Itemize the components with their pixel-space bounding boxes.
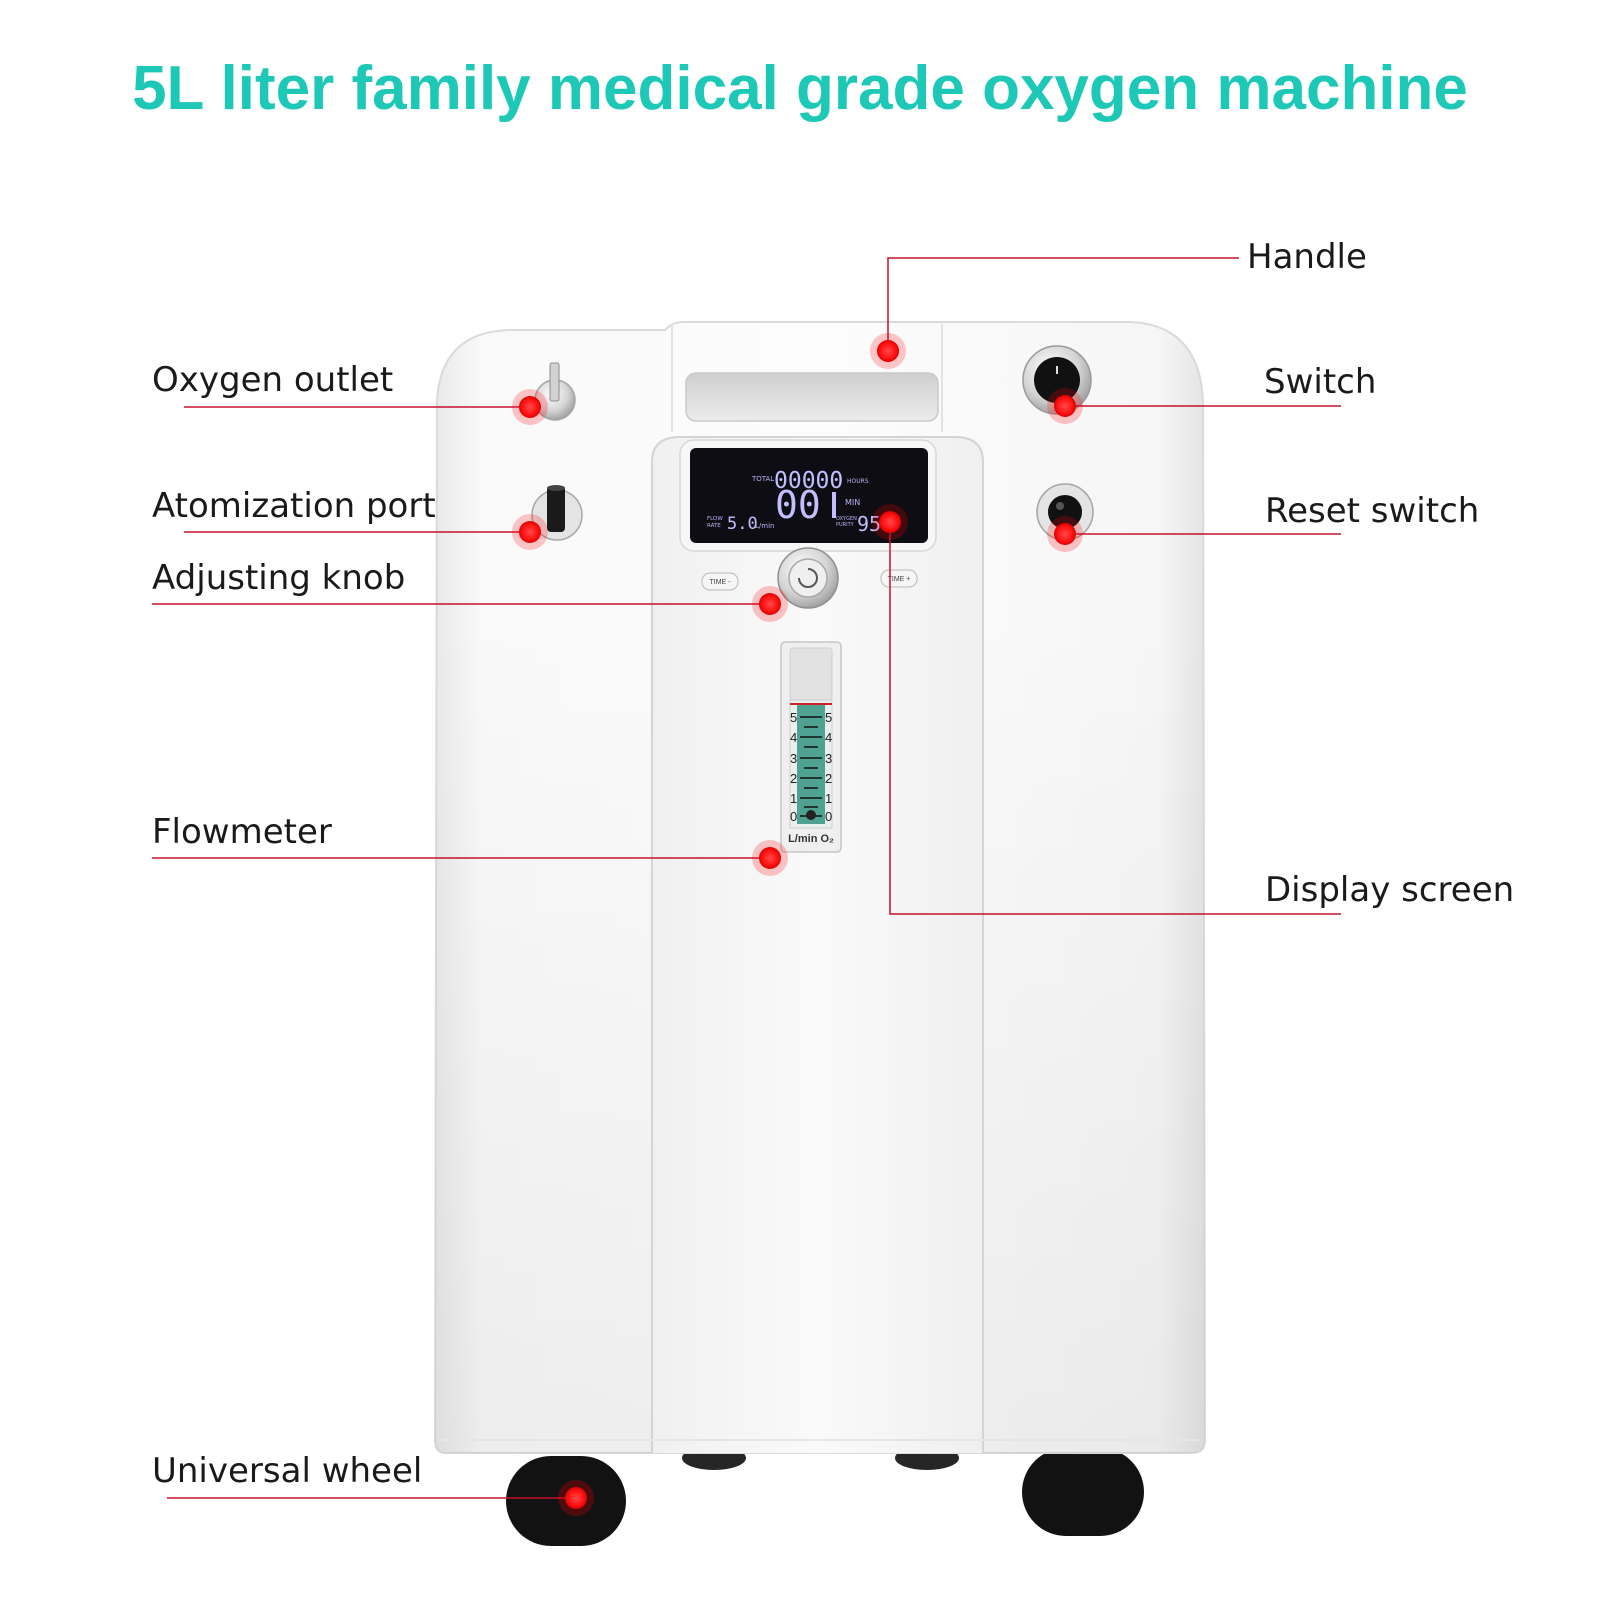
atomization-port-cap	[547, 485, 565, 491]
display-total-label: TOTAL	[751, 475, 774, 483]
scale-left-3: 3	[790, 751, 797, 766]
scale-right-1: 1	[825, 791, 832, 806]
scale-right-4: 4	[825, 730, 832, 745]
callout-dot-display-screen	[872, 504, 908, 540]
display-purity-value: 95	[857, 512, 881, 536]
label-switch: Switch	[1264, 362, 1377, 402]
knob-rotate-icon	[798, 568, 818, 588]
callout-dot-reset-switch	[1047, 516, 1083, 552]
callout-dot-adjusting-knob	[752, 586, 788, 622]
display-minutes-unit: MIN	[845, 498, 860, 507]
display-flow-label-1: FLOW	[707, 516, 723, 522]
callout-line-display-screen	[889, 522, 1341, 915]
atomization-port-nozzle[interactable]	[547, 486, 565, 532]
flowmeter-scale-backing	[797, 704, 825, 824]
callout-lines	[152, 257, 1341, 1499]
flowmeter: 5 4 3 2 1 0 5 4 3 2 1 0 L/min O₂	[780, 641, 842, 853]
scale-left-2: 2	[790, 771, 797, 786]
power-switch-rocker[interactable]	[1034, 357, 1080, 403]
reset-switch[interactable]	[1036, 483, 1094, 541]
display-flow-label-2: RATE	[707, 523, 721, 529]
scale-left-4: 4	[790, 730, 797, 745]
time-plus-button[interactable]: TIME +	[880, 569, 918, 588]
label-handle: Handle	[1247, 237, 1367, 277]
time-minus-button[interactable]: TIME -	[701, 572, 739, 591]
label-display-screen: Display screen	[1265, 870, 1515, 910]
adjusting-knob[interactable]	[777, 547, 839, 609]
display-glass	[690, 448, 928, 543]
display-minutes-value: 00	[775, 483, 821, 527]
display-purity-label-1: OXYGEN	[836, 516, 857, 522]
callout-dot-oxygen-outlet	[512, 389, 548, 425]
right-wheel	[1022, 1448, 1144, 1536]
knob-cap[interactable]	[788, 558, 828, 598]
reset-switch-highlight	[1056, 502, 1064, 510]
label-adjusting-knob: Adjusting knob	[152, 558, 406, 598]
flowmeter-unit: L/min O₂	[788, 833, 834, 845]
page-title: 5L liter family medical grade oxygen mac…	[132, 54, 1468, 123]
handle-slot	[685, 372, 939, 422]
scale-left-0: 0	[790, 809, 797, 824]
scale-right-2: 2	[825, 771, 832, 786]
reset-switch-button[interactable]	[1048, 495, 1082, 529]
label-universal-wheel: Universal wheel	[152, 1451, 423, 1491]
display-flow-value: 5.0	[727, 514, 758, 534]
label-flowmeter: Flowmeter	[152, 812, 332, 852]
display-hours-unit: HOURS	[847, 478, 869, 485]
power-switch[interactable]	[1022, 345, 1092, 415]
display-hours-value: 00000	[774, 468, 843, 494]
scale-left-1: 1	[790, 791, 797, 806]
flowmeter-ticks	[800, 716, 822, 817]
time-minus-label: TIME -	[710, 579, 732, 586]
callout-dot-flowmeter	[752, 840, 788, 876]
callout-dot-universal-wheel	[558, 1480, 594, 1516]
callout-line-handle	[887, 257, 1239, 351]
display-purity-label-2: PURITY	[836, 522, 855, 528]
center-panel	[651, 436, 984, 1453]
scale-right-5: 5	[825, 710, 832, 725]
display-partial-digit	[832, 492, 836, 518]
atomization-port[interactable]	[531, 485, 583, 541]
callout-dot-handle	[870, 333, 906, 369]
callout-dot-switch	[1047, 388, 1083, 424]
label-oxygen-outlet: Oxygen outlet	[152, 360, 394, 400]
callout-dot-atomization-port	[512, 514, 548, 550]
callout-dots	[512, 333, 1083, 1516]
display-flow-unit: L/min	[755, 522, 774, 530]
oxygen-outlet[interactable]	[534, 362, 576, 421]
scale-right-3: 3	[825, 751, 832, 766]
flowmeter-float-ball	[806, 810, 816, 820]
time-minus-button-body[interactable]	[701, 572, 739, 591]
flowmeter-cap	[789, 647, 833, 701]
oxygen-outlet-nozzle[interactable]	[549, 362, 560, 402]
handle-seams	[671, 324, 943, 432]
scale-right-0: 0	[825, 809, 832, 824]
label-atomization-port: Atomization port	[152, 486, 436, 526]
display-screen: TOTAL 00000 HOURS 00 MIN FLOW RATE 5.0 L…	[679, 439, 937, 552]
scale-left-5: 5	[790, 710, 797, 725]
label-reset-switch: Reset switch	[1265, 491, 1480, 531]
time-plus-label: TIME +	[888, 576, 911, 583]
universal-wheels	[506, 1446, 1144, 1546]
